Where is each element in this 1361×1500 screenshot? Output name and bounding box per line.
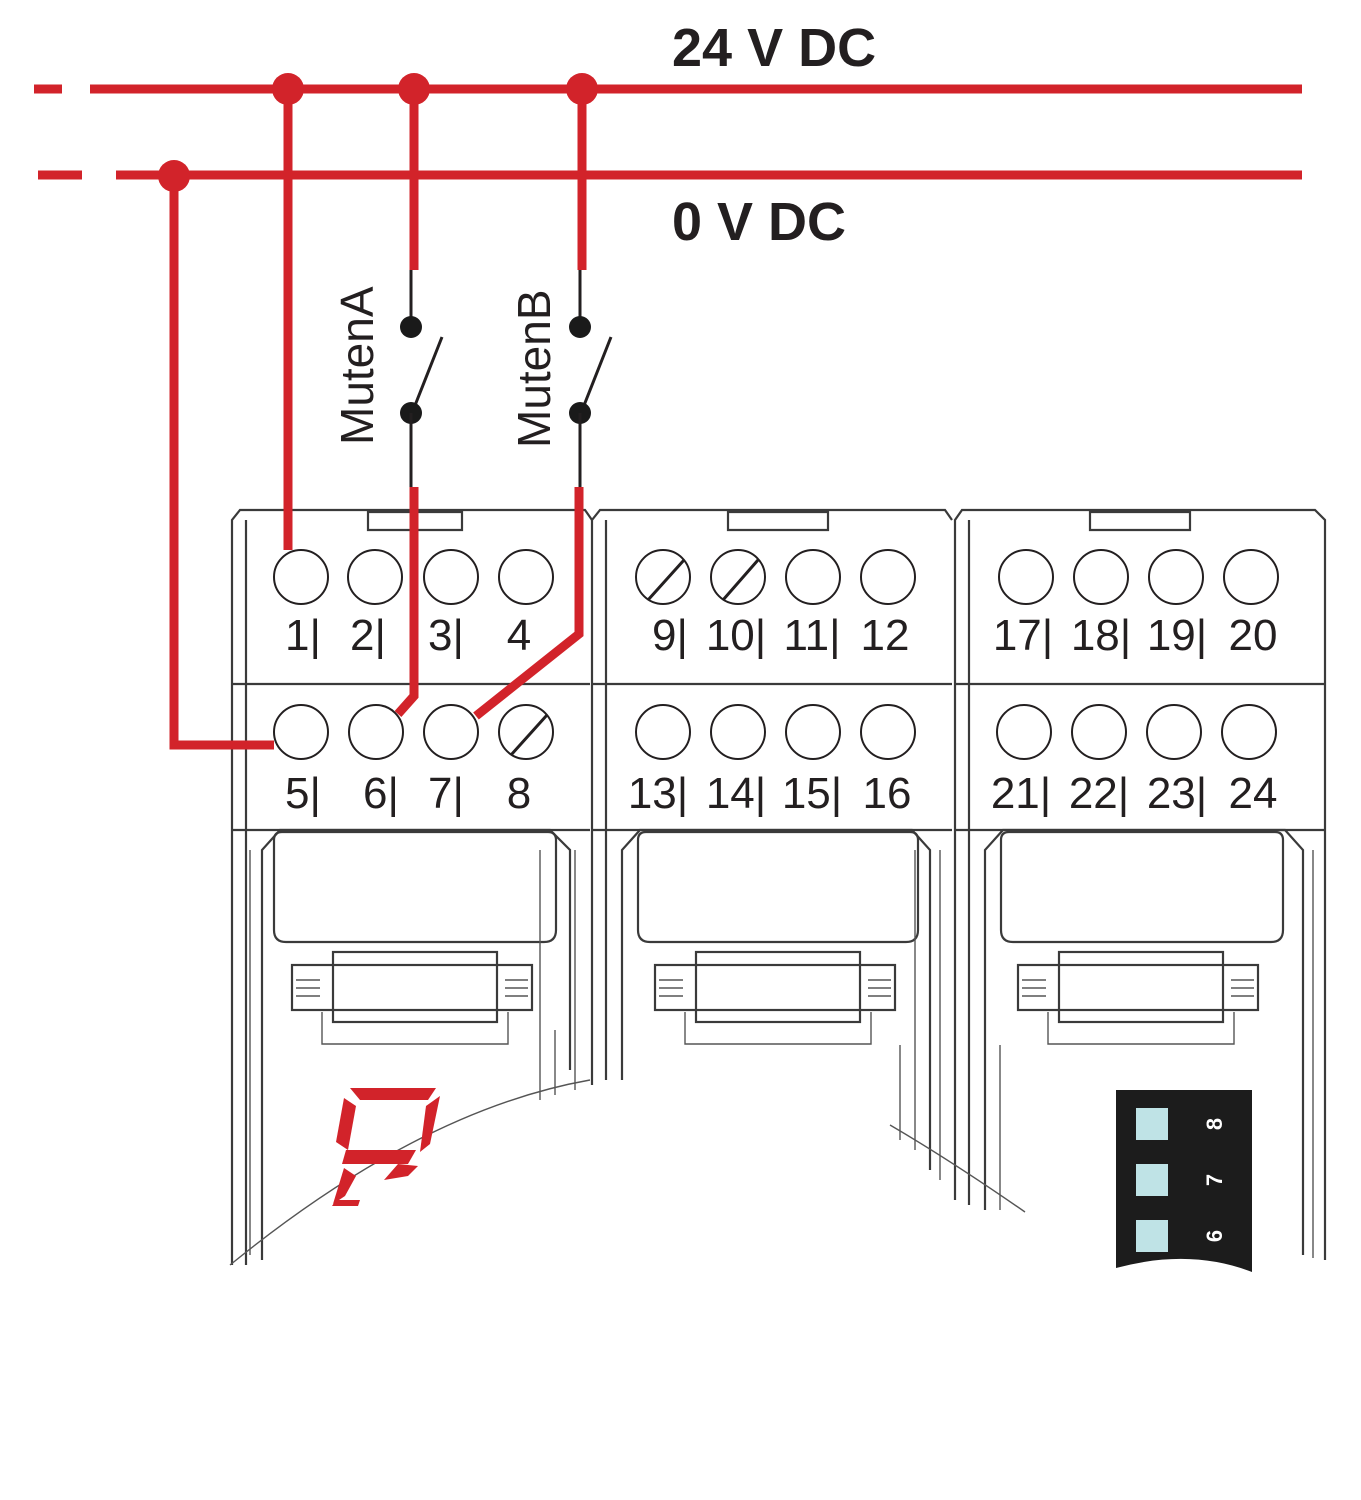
wire-muten-a-to-terminal-6 — [394, 487, 419, 717]
terminal-12[interactable] — [860, 549, 916, 605]
switch-muten-a-blade — [410, 336, 444, 414]
terminal-9[interactable] — [635, 549, 691, 605]
junction-24v-2 — [398, 73, 430, 105]
module-housing-1 — [230, 508, 593, 1265]
terminal-label-19: 19| — [1147, 611, 1207, 660]
terminal-18[interactable] — [1073, 549, 1129, 605]
terminal-label-8: 8 — [507, 769, 531, 818]
dip-slider-6[interactable] — [1136, 1220, 1168, 1252]
terminal-label-13: 13| — [628, 769, 688, 818]
supply-rails: 24 V DC 0 V DC — [34, 18, 1302, 252]
terminal-label-15: 15| — [782, 769, 842, 818]
terminal-label-12: 12 — [861, 611, 910, 660]
dip-switch: 8 7 6 — [1116, 1090, 1252, 1272]
module-housing-2 — [590, 508, 953, 1180]
switch-muten-b-blade — [579, 336, 613, 414]
terminal-label-1: 1| — [285, 611, 321, 660]
device-housings — [229, 508, 1327, 1266]
wire-0v-to-terminal-5 — [169, 175, 274, 750]
terminal-label-9: 9| — [652, 611, 688, 660]
junction-24v-1 — [272, 73, 304, 105]
junction-0v-1 — [158, 160, 190, 192]
terminal-1[interactable] — [273, 549, 329, 605]
terminal-label-23: 23| — [1147, 769, 1207, 818]
terminal-numbers: 1| 2| 3| 4 5| 6| 7| 8 9| 10| 11| 12 13| … — [285, 611, 1277, 818]
module-housing-3 — [953, 508, 1327, 1260]
dip-slider-8[interactable] — [1136, 1108, 1168, 1140]
terminals — [273, 549, 1279, 760]
wire-muten-b-to-terminal-7 — [473, 487, 584, 720]
terminal-label-22: 22| — [1069, 769, 1129, 818]
terminal-label-16: 16 — [863, 769, 912, 818]
terminal-13[interactable] — [635, 704, 691, 760]
terminal-21[interactable] — [996, 704, 1052, 760]
terminal-19[interactable] — [1148, 549, 1204, 605]
dip-number-7: 7 — [1202, 1174, 1227, 1186]
terminal-label-2: 2| — [350, 611, 386, 660]
terminal-6[interactable] — [348, 704, 404, 760]
terminal-label-24: 24 — [1229, 769, 1278, 818]
terminal-label-7: 7| — [428, 769, 464, 818]
terminal-11[interactable] — [785, 549, 841, 605]
terminal-label-21: 21| — [991, 769, 1051, 818]
junction-dots — [158, 73, 598, 192]
terminal-5[interactable] — [273, 704, 329, 760]
switch-muten-a-label: MutenA — [331, 286, 383, 445]
switch-muten-a[interactable]: MutenA — [331, 270, 444, 487]
rail-24v-label: 24 V DC — [672, 18, 876, 78]
crossed-terminal-icon — [509, 558, 760, 757]
dip-number-6: 6 — [1202, 1230, 1227, 1242]
terminal-10[interactable] — [710, 549, 766, 605]
terminal-label-6: 6| — [363, 769, 399, 818]
terminal-label-18: 18| — [1071, 611, 1131, 660]
switch-muten-b-label: MutenB — [508, 289, 560, 448]
terminal-4[interactable] — [498, 549, 554, 605]
wires — [169, 89, 587, 750]
terminal-label-5: 5| — [285, 769, 321, 818]
terminal-15[interactable] — [785, 704, 841, 760]
terminal-16[interactable] — [860, 704, 916, 760]
terminal-3[interactable] — [423, 549, 479, 605]
terminal-label-20: 20 — [1229, 611, 1278, 660]
switch-muten-a-contact-top — [400, 316, 422, 338]
terminal-2[interactable] — [347, 549, 403, 605]
dip-slider-7[interactable] — [1136, 1164, 1168, 1196]
terminal-17[interactable] — [998, 549, 1054, 605]
terminal-label-17: 17| — [993, 611, 1053, 660]
terminal-label-4: 4 — [507, 611, 531, 660]
terminal-label-3: 3| — [428, 611, 464, 660]
terminal-14[interactable] — [710, 704, 766, 760]
junction-24v-3 — [566, 73, 598, 105]
terminal-7[interactable] — [423, 704, 479, 760]
seven-segment-display-icon — [332, 1088, 440, 1206]
terminal-8[interactable] — [498, 704, 554, 760]
terminal-22[interactable] — [1071, 704, 1127, 760]
terminal-label-14: 14| — [706, 769, 766, 818]
rail-0v-label: 0 V DC — [672, 192, 846, 252]
terminal-label-11: 11| — [783, 611, 840, 660]
switch-muten-b[interactable]: MutenB — [508, 270, 613, 487]
terminal-20[interactable] — [1223, 549, 1279, 605]
terminal-label-10: 10| — [706, 611, 766, 660]
terminal-24[interactable] — [1221, 704, 1277, 760]
dip-number-8: 8 — [1202, 1118, 1227, 1130]
switch-muten-b-contact-top — [569, 316, 591, 338]
terminal-23[interactable] — [1146, 704, 1202, 760]
